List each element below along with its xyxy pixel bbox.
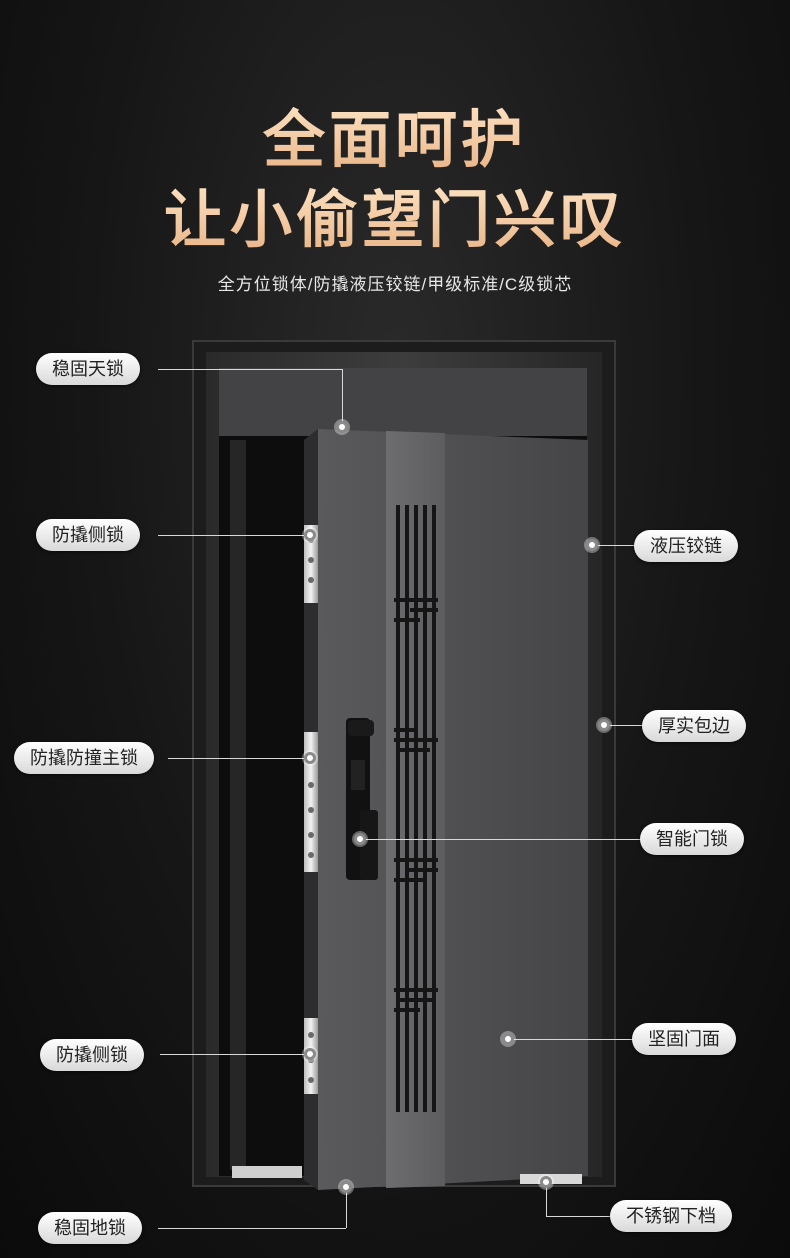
dot-hydraulic-hinge <box>586 539 598 551</box>
callout-thick-edge: 厚实包边 <box>642 710 746 742</box>
decor-grille <box>394 505 438 1112</box>
headline-line-1: 全面呵护 <box>0 100 790 180</box>
line-floor-lock-v <box>346 1187 347 1228</box>
feature-subline: 全方位锁体/防撬液压铰链/甲级标准/C级锁芯 <box>217 275 573 294</box>
callout-door-panel: 坚固门面 <box>632 1023 736 1055</box>
side-bolts-upper <box>304 525 318 603</box>
main-lock-bolts <box>304 732 318 872</box>
left-jamb <box>230 440 246 1170</box>
callout-steel-threshold: 不锈钢下档 <box>610 1200 732 1232</box>
line-threshold-v <box>546 1182 547 1216</box>
line-main-lock <box>168 758 310 759</box>
line-side-lock-lower <box>160 1054 310 1055</box>
dot-side-lock-lower <box>304 1048 316 1060</box>
door-leaf <box>318 429 588 1190</box>
smart-lock-handle <box>348 720 374 736</box>
line-side-lock-upper <box>158 535 310 536</box>
line-top-lock-v <box>342 369 343 427</box>
line-door-panel <box>508 1039 636 1040</box>
dot-threshold <box>540 1176 552 1188</box>
line-top-lock-h <box>158 369 342 370</box>
dot-door-panel <box>502 1033 514 1045</box>
line-floor-lock-h <box>158 1228 346 1229</box>
line-hydraulic-hinge <box>592 545 636 546</box>
line-smart-lock <box>360 839 644 840</box>
dot-top-lock <box>336 421 348 433</box>
headline-line-2: 让小偷望门兴叹 <box>0 180 790 260</box>
dot-side-lock-upper <box>304 529 316 541</box>
callout-main-lock: 防撬防撞主锁 <box>14 742 154 774</box>
threshold-left <box>232 1166 302 1178</box>
transom-panel <box>219 368 587 436</box>
dot-main-lock <box>304 752 316 764</box>
dot-thick-edge <box>598 719 610 731</box>
smart-lock-screen <box>351 760 365 790</box>
callout-floor-lock: 稳固地锁 <box>38 1212 142 1244</box>
callout-top-lock: 稳固天锁 <box>36 353 140 385</box>
dot-floor-lock <box>340 1181 352 1193</box>
callout-hydraulic-hinge: 液压铰链 <box>634 530 738 562</box>
line-thick-edge <box>604 725 644 726</box>
dot-smart-lock <box>354 833 366 845</box>
callout-side-lock-upper: 防撬侧锁 <box>36 519 140 551</box>
callout-side-lock-lower: 防撬侧锁 <box>40 1039 144 1071</box>
line-threshold-h <box>546 1216 610 1217</box>
callout-smart-lock: 智能门锁 <box>640 823 744 855</box>
smart-lock-lower <box>360 810 378 880</box>
